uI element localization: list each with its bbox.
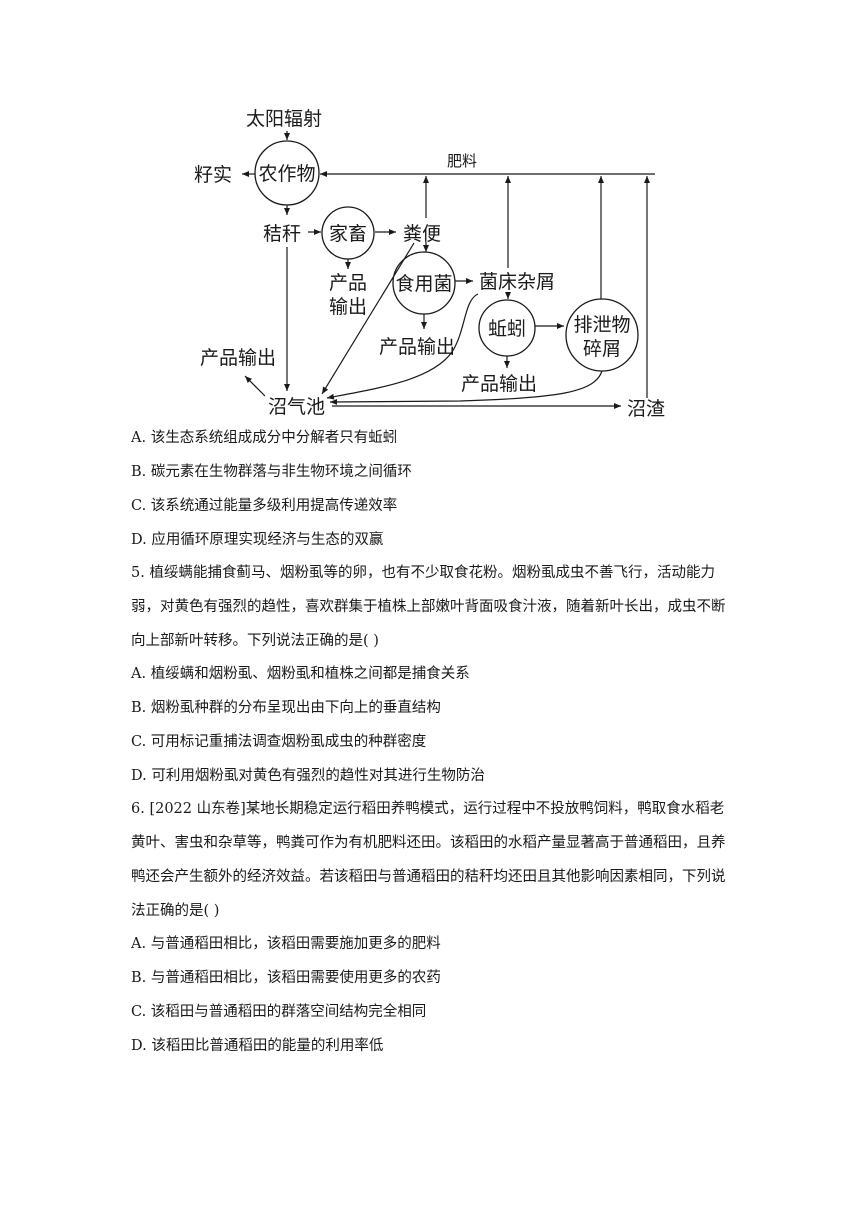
q6-stem: 6. [2022 山东卷]某地长期稳定运行稻田养鸭模式，运行过程中不投放鸭饲料，… <box>131 801 726 919</box>
mushroom-output-label: 产品输出 <box>379 336 455 358</box>
q5-option-d: D. 可利用烟粉虱对黄色有强烈的趋性对其进行生物防治 <box>131 768 485 784</box>
q5-option-c: C. 可用标记重捕法调查烟粉虱成虫的种群密度 <box>131 734 427 750</box>
biogas-output-label: 产品输出 <box>200 347 276 369</box>
biogas-label: 沼气池 <box>268 396 325 418</box>
excreta-to-biogas-arrow <box>329 370 603 405</box>
biogas-output-arrow <box>244 375 266 397</box>
livestock-output-label-2: 输出 <box>329 296 367 318</box>
q4-option-d: D. 应用循环原理实现经济与生态的双赢 <box>131 532 384 548</box>
residue-to-biogas-arrow <box>326 293 479 400</box>
q5-option-a: A. 植绥螨和烟粉虱、烟粉虱和植株之间都是捕食关系 <box>131 666 470 682</box>
biogas-residue-label: 沼渣 <box>627 398 665 420</box>
q4-option-c: C. 该系统通过能量多级利用提高传递效率 <box>131 498 398 514</box>
q6-option-d: D. 该稻田比普通稻田的能量的利用率低 <box>131 1038 384 1054</box>
q5-option-b: B. 烟粉虱种群的分布呈现出由下向上的垂直结构 <box>131 700 441 716</box>
q6-option-c: C. 该稻田与普通稻田的群落空间结构完全相同 <box>131 1004 427 1020</box>
earthworm-label: 蚯蚓 <box>488 318 526 340</box>
q6-option-b: B. 与普通稻田相比，该稻田需要使用更多的农药 <box>131 970 441 986</box>
earthworm-output-label: 产品输出 <box>461 373 537 395</box>
q4-option-a: A. 该生态系统组成成分中分解者只有蚯蚓 <box>131 430 398 446</box>
manure-to-biogas-arrow <box>321 242 415 395</box>
fertilizer-label: 肥料 <box>447 152 477 170</box>
excreta-label-1: 排泄物 <box>573 314 630 336</box>
q4-option-b: B. 碳元素在生物群落与非生物环境之间循环 <box>131 464 412 480</box>
livestock-output-label-1: 产品 <box>329 272 367 294</box>
manure-label: 粪便 <box>403 223 441 245</box>
excreta-label-2: 碎屑 <box>583 338 621 360</box>
straw-label: 秸秆 <box>263 223 301 245</box>
q5-stem: 5. 植绥螨能捕食蓟马、烟粉虱等的卵，也有不少取食花粉。烟粉虱成虫不善飞行，活动… <box>131 565 726 649</box>
eco-flow-diagram: 太阳辐射 籽实 农作物 肥料 秸秆 家畜 粪便 产品 输出 食用菌 菌床杂屑 产… <box>194 108 665 420</box>
seeds-label: 籽实 <box>194 164 232 186</box>
livestock-label: 家畜 <box>329 223 367 245</box>
crops-label: 农作物 <box>258 163 315 185</box>
q6-option-a: A. 与普通稻田相比，该稻田需要施加更多的肥料 <box>131 936 441 952</box>
mushroom-label: 食用菌 <box>395 273 452 295</box>
sun-label: 太阳辐射 <box>246 108 322 130</box>
mushroom-residue-label: 菌床杂屑 <box>479 271 555 293</box>
